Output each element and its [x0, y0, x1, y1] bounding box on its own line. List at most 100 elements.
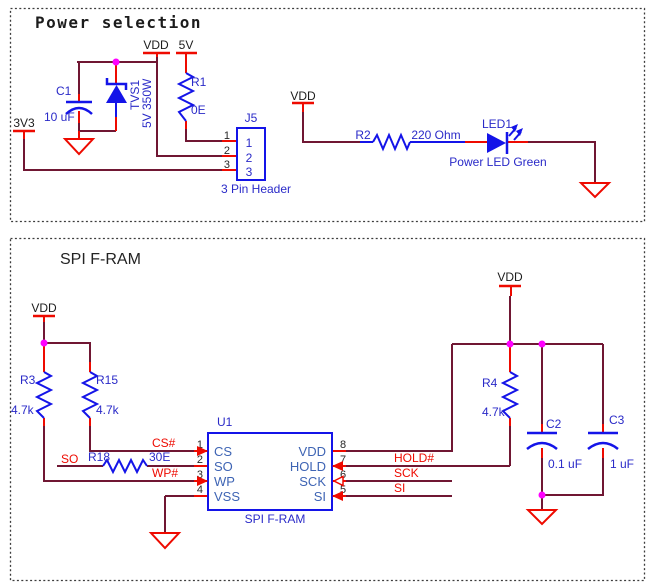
ground-symbol [578, 182, 612, 199]
u1-pin3-number: 3 [197, 469, 203, 481]
r1-value-label: 0E [191, 103, 206, 117]
resistor-R15: R15 4.7k [80, 371, 120, 419]
resistor-zigzag [372, 132, 411, 152]
c2-ref-label: C2 [546, 417, 562, 431]
c2-value-label: 0.1 uF [548, 457, 582, 471]
input-arrow-si [332, 491, 343, 501]
net-label-sck: SCK [394, 466, 419, 480]
tvs1-value-label: 5V 350W [140, 78, 154, 128]
wire-r15-to-cs [89, 426, 194, 452]
u1-pin1-number: 1 [197, 439, 203, 451]
r2-value-label: 220 Ohm [411, 128, 460, 142]
resistor-zigzag [500, 371, 520, 419]
net-label-hold: HOLD# [394, 451, 434, 465]
u1-part-label: SPI F-RAM [245, 512, 306, 526]
5v-net-label: 5V [179, 38, 194, 52]
ic-body [207, 432, 333, 511]
power-section-title: Power selection [35, 13, 202, 32]
capacitor-C3: C3 1 uF [587, 413, 634, 471]
r3-value-label: 4.7k [11, 403, 35, 417]
u1-pin6-number: 6 [340, 469, 346, 481]
c1-value-label: 10 uF [44, 110, 75, 124]
resistor-zigzag [34, 371, 54, 419]
fram-net-labels: SO CS# WP# HOLD# SCK SI [61, 436, 434, 495]
resistor-zigzag [102, 457, 148, 475]
power-flag-5v: 5V [176, 38, 197, 55]
j5-pin3-name: 3 [246, 165, 253, 179]
vdd-net-label: VDD [143, 38, 169, 52]
capacitor-C1: C1 10 uF [44, 84, 93, 124]
led1-ref-label: LED1 [482, 117, 512, 131]
resistor-R3: R3 4.7k [11, 371, 54, 419]
wire-c3-bottom [542, 458, 604, 496]
r4-ref-label: R4 [482, 376, 498, 390]
u1-pin8-number: 8 [340, 439, 346, 451]
power-flag-vdd-left: VDD [143, 38, 170, 55]
u1-pin3-name: WP [214, 474, 235, 489]
r18-ref-label: R18 [88, 450, 110, 464]
resistor-zigzag [80, 371, 100, 419]
u1-ref-label: U1 [217, 415, 233, 429]
clock-input-arrow-sck [332, 475, 344, 487]
u1-pin6-name: SCK [299, 474, 326, 489]
wire-r1-to-j5pin1 [185, 129, 222, 142]
u1-pin5-name: SI [314, 489, 326, 504]
power-section-border [9, 7, 646, 223]
junction-dot [112, 58, 120, 66]
wire-3v3-to-j5pin3 [23, 139, 222, 171]
connector-body [236, 127, 266, 181]
c3-value-label: 1 uF [610, 457, 634, 471]
junction-dot [506, 340, 514, 348]
3v3-net-label: 3V3 [13, 116, 35, 130]
tvs-diode-TVS1: TVS1 5V 350W [105, 78, 154, 128]
c3-ref-label: C3 [609, 413, 625, 427]
ground-symbol [148, 532, 182, 550]
junction-dot [538, 340, 546, 348]
u1-pin1-name: CS [214, 444, 232, 459]
r4-value-label: 4.7k [482, 405, 506, 419]
r1-ref-label: R1 [191, 75, 207, 89]
led-LED1: LED1 Power LED Green [449, 117, 546, 169]
r18-value-label: 30E [149, 450, 170, 464]
u1-pin5-number: 5 [340, 484, 346, 496]
led-emission-arrowhead [511, 124, 518, 132]
u1-pin2-number: 2 [197, 454, 203, 466]
j5-pin1-name: 1 [246, 136, 253, 150]
j5-pin3-number: 3 [224, 159, 230, 171]
diode-triangle [106, 85, 127, 103]
input-arrow-hold [332, 461, 343, 471]
j5-pin2-name: 2 [246, 151, 253, 165]
net-label-wp: WP# [152, 466, 178, 480]
r15-value-label: 4.7k [96, 403, 120, 417]
resistor-zigzag [176, 72, 196, 122]
led-triangle [487, 133, 506, 153]
j5-pin1-number: 1 [224, 130, 230, 142]
r2-ref-label: R2 [355, 128, 371, 142]
net-label-si: SI [394, 481, 405, 495]
j5-desc-label: 3 Pin Header [221, 182, 291, 196]
resistor-R2: R2 220 Ohm [355, 128, 465, 152]
u1-pin4-number: 4 [197, 484, 203, 496]
u1-pin4-name: VSS [214, 489, 240, 504]
u1-pin8-name: VDD [299, 444, 326, 459]
led-emission-arrowhead [516, 128, 523, 136]
power-flag-vdd-fram-right: VDD [497, 270, 523, 288]
resistor-R18: R18 30E [88, 450, 170, 475]
wire-vdd-to-r2 [302, 112, 360, 143]
r3-ref-label: R3 [20, 373, 36, 387]
fram-section-border [9, 237, 646, 582]
tvs1-ref-label: TVS1 [128, 80, 142, 110]
resistor-R4: R4 4.7k [482, 371, 520, 419]
power-flag-vdd-fram-left: VDD [31, 301, 57, 318]
capacitor-curved-plate [587, 441, 619, 451]
spi-fram-section: SPI F-RAM VDD VDD [9, 237, 646, 582]
capacitor-curved-plate [526, 441, 558, 451]
fram-wires [43, 296, 604, 533]
input-arrow-wp [197, 476, 208, 486]
capacitor-curved-plate [65, 106, 93, 115]
u1-pin7-number: 7 [340, 454, 346, 466]
vdd-net-label: VDD [31, 301, 57, 315]
power-flag-vdd-right: VDD [290, 89, 316, 105]
power-flag-3v3: 3V3 [13, 116, 35, 133]
